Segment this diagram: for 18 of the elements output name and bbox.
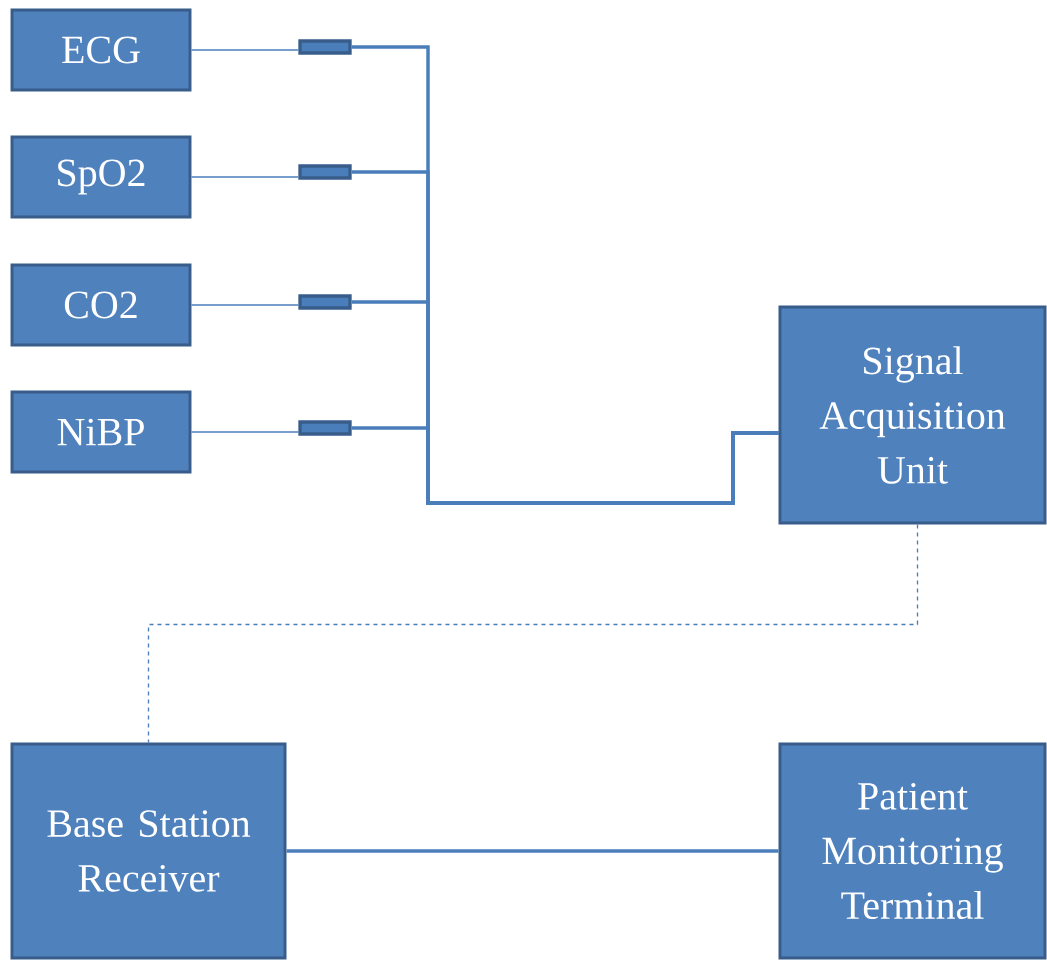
connector-line — [190, 431, 300, 433]
connector-bar — [298, 39, 352, 55]
connector-line — [147, 523, 919, 744]
process-box: Base Station Receiver — [10, 742, 287, 960]
connector-line — [190, 49, 300, 51]
connector-line — [190, 304, 300, 306]
connector-bar — [298, 164, 352, 180]
connector-line — [190, 176, 300, 178]
process-box: SpO2 — [10, 135, 192, 219]
process-box: NiBP — [10, 390, 192, 474]
connector-bar — [298, 294, 352, 310]
process-box: Signal Acquisition Unit — [778, 305, 1047, 525]
process-box: ECG — [10, 8, 192, 92]
connector-line — [286, 849, 779, 853]
process-box: Patient Monitoring Terminal — [778, 742, 1047, 960]
connector-line — [351, 426, 779, 505]
process-box: CO2 — [10, 263, 192, 347]
connector-bar — [298, 420, 352, 436]
